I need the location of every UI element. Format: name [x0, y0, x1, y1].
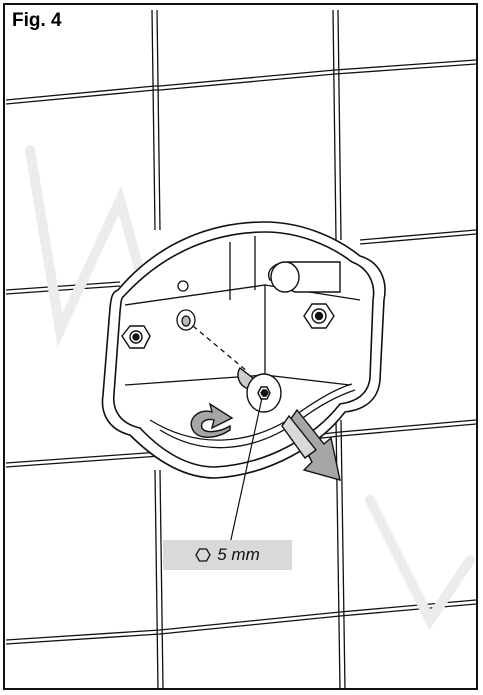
hex-key-icon [195, 548, 212, 562]
nut-right-icon [303, 303, 335, 329]
hole-icon [176, 280, 196, 331]
mounting-bracket [101, 221, 386, 479]
callout-leader [229, 397, 263, 545]
figure-frame [3, 3, 478, 690]
socket-screw-icon [237, 366, 282, 413]
rotate-arrow-icon [190, 402, 234, 438]
pull-direction-arrow-icon [281, 408, 341, 481]
figure-label: Fig. 4 [8, 8, 66, 34]
hex-key-size: 5 mm [217, 545, 260, 564]
hex-key-callout: 5 mm [163, 540, 292, 570]
locking-pin [268, 261, 341, 293]
nut-left-icon [121, 325, 151, 349]
alignment-line [192, 325, 249, 373]
